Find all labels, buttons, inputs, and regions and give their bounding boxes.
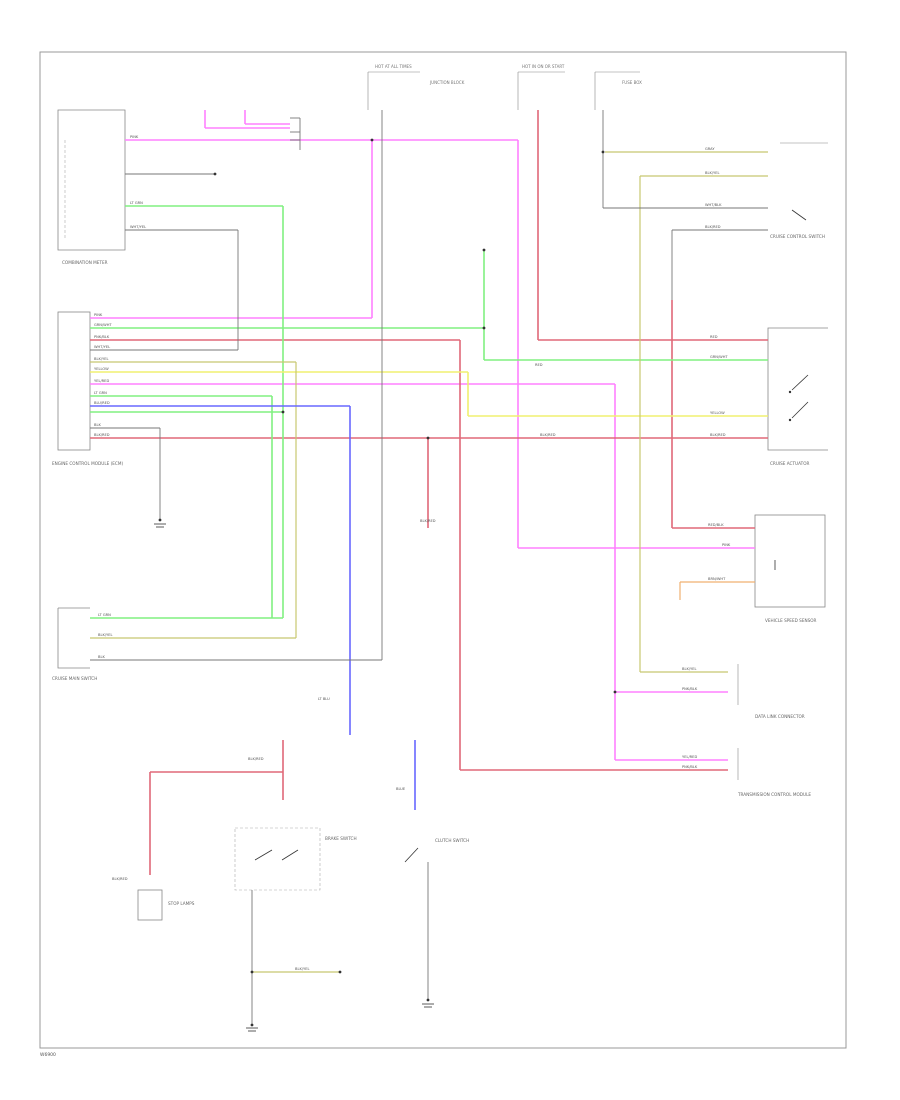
wire-label-gray: GRAY <box>705 147 715 151</box>
wire-label-blk-yel-4: BLK/YEL <box>98 633 113 637</box>
wire-label-lt-blu: LT BLU <box>318 697 330 701</box>
wire-label-blk-red-4: BLK/RED <box>705 225 721 229</box>
cruise-relay-label: CRUISE ACTUATOR <box>770 461 809 466</box>
vss-box: VEHICLE SPEED SENSOR <box>754 514 826 623</box>
wire-label-brn-wht: BRN/WHT <box>708 577 726 581</box>
hot-all-times-label: HOT AT ALL TIMES <box>375 64 412 69</box>
wire-label-grn-wht-2: GRN/WHT <box>710 355 728 359</box>
wire-label-yel-red-2: YEL/RED <box>682 755 697 759</box>
wire-label-blk-red-6: BLK/RED <box>248 757 264 761</box>
wire-label-yel-red: YEL/RED <box>94 379 109 383</box>
wire-label-blk-yel: BLK/YEL <box>94 357 109 361</box>
combination-meter: COMBINATION METER <box>57 109 126 265</box>
wire-label-pink-3: PINK <box>722 543 731 547</box>
wire-label-blk-yel-5: BLK/YEL <box>295 967 310 971</box>
ecm-label: ENGINE CONTROL MODULE (ECM) <box>52 461 123 466</box>
pink-wires <box>90 110 755 761</box>
stop-lamp-label: STOP LAMPS <box>168 901 195 906</box>
ground-symbols <box>154 523 434 1032</box>
brake-switch: BRAKE SWITCH <box>234 827 357 891</box>
wire-labels: PINK RED PINK GRN/WHT PNK/BLK WHT/YEL BL… <box>94 135 731 971</box>
clutch-switch-label: CLUTCH SWITCH <box>435 838 469 843</box>
green-wires <box>90 205 768 619</box>
wire-label-wht-yel-2: WHT/YEL <box>130 225 146 229</box>
diagram-frame <box>39 51 847 1049</box>
wire-label-red-1: RED <box>535 363 543 367</box>
wire-label-yellow: YELLOW <box>94 367 109 371</box>
wire-label-blk-red-5: BLK/RED <box>420 519 436 523</box>
tcm-label: TRANSMISSION CONTROL MODULE <box>737 792 811 797</box>
splice-dots <box>158 138 617 1027</box>
data-link-connector: DATA LINK CONNECTOR <box>737 664 805 719</box>
tcm-box: TRANSMISSION CONTROL MODULE <box>737 748 811 797</box>
fuse-box-top: HOT AT ALL TIMES HOT IN ON OR START JUNC… <box>367 64 642 110</box>
gray-wires <box>90 110 768 1025</box>
vss-label: VEHICLE SPEED SENSOR <box>765 618 817 623</box>
wire-label-blue: BLUE <box>396 787 406 791</box>
stop-lamp-box: STOP LAMPS <box>137 889 195 921</box>
clutch-switch: CLUTCH SWITCH <box>404 838 469 863</box>
wire-label-red-2: RED <box>710 335 718 339</box>
cruise-relay-box: CRUISE ACTUATOR <box>767 327 828 466</box>
wire-label-lt-grn-3: LT GRN <box>130 201 143 205</box>
blue-wires <box>90 405 416 810</box>
fuse-box-label: FUSE BOX <box>622 80 642 85</box>
wire-label-blk-yel-2: BLK/YEL <box>705 171 720 175</box>
cruise-switch: CRUISE CONTROL SWITCH <box>770 142 828 239</box>
olive-wires <box>90 151 768 973</box>
footer-code: W6900 <box>40 1052 56 1058</box>
wire-label-lt-grn: LT GRN <box>94 391 107 395</box>
junction-box-label: JUNCTION BLOCK <box>429 80 465 85</box>
wire-label-wht-blk: WHT/BLK <box>705 203 722 207</box>
orange-wire <box>679 581 755 600</box>
wire-label-pink-1: PINK <box>130 135 139 139</box>
ecm-box: ENGINE CONTROL MODULE (ECM) <box>52 311 123 466</box>
wire-label-blk-yel-3: BLK/YEL <box>682 667 697 671</box>
cruise-main-switch: CRUISE MAIN SWITCH <box>52 607 97 681</box>
wire-label-lt-grn-2: LT GRN <box>98 613 111 617</box>
yellow-wires <box>90 371 768 417</box>
wire-label-blk-red-7: BLK/RED <box>112 877 128 881</box>
wire-label-blk: BLK <box>94 423 101 427</box>
wire-label-blk-red: BLK/RED <box>94 433 110 437</box>
wire-label-blu-red: BLU/RED <box>94 401 110 405</box>
hot-in-run-label: HOT IN ON OR START <box>522 64 565 69</box>
wire-label-blk: BLK <box>98 655 105 659</box>
wire-label-blk-red-2: BLK/RED <box>540 433 556 437</box>
combination-meter-label: COMBINATION METER <box>62 260 108 265</box>
wire-label-grn-wht: GRN/WHT <box>94 323 112 327</box>
wire-label-pink-2: PINK <box>94 313 103 317</box>
wire-label-yellow-2: YELLOW <box>710 411 725 415</box>
data-link-label: DATA LINK CONNECTOR <box>755 714 805 719</box>
brake-switch-label: BRAKE SWITCH <box>325 836 357 841</box>
wire-label-pnk-blk-3: PNK/BLK <box>682 765 698 769</box>
wire-label-pnk-blk: PNK/BLK <box>94 335 110 339</box>
wire-label-pnk-blk-2: PNK/BLK <box>682 687 698 691</box>
cruise-switch-label: CRUISE CONTROL SWITCH <box>770 234 825 239</box>
wire-label-wht-yel: WHT/YEL <box>94 345 110 349</box>
wire-label-red-blk: RED/BLK <box>708 523 724 527</box>
cruise-main-label: CRUISE MAIN SWITCH <box>52 676 97 681</box>
wire-label-blk-red-3: BLK/RED <box>710 433 726 437</box>
